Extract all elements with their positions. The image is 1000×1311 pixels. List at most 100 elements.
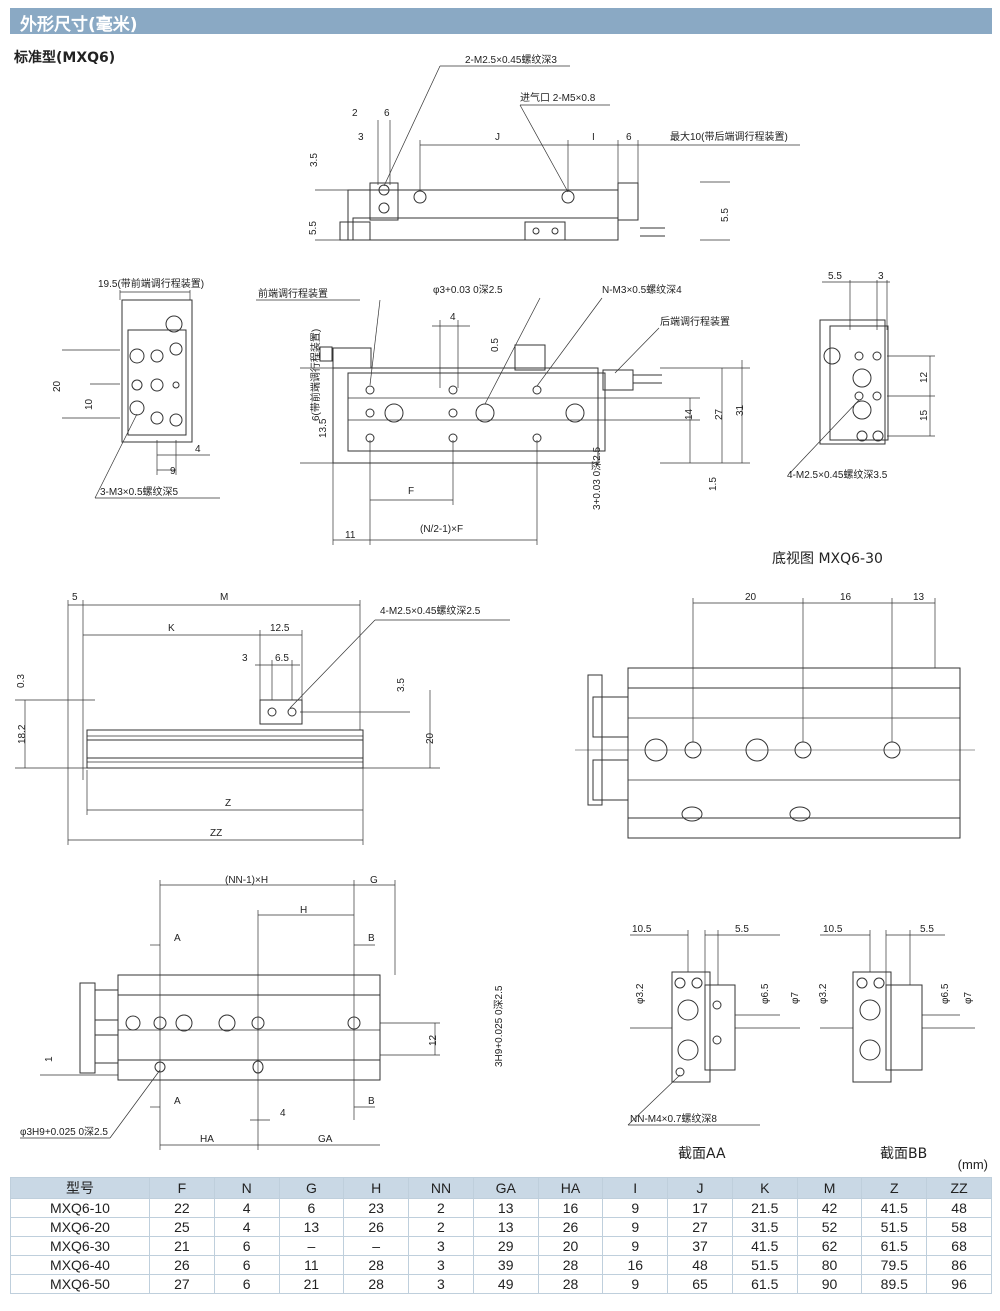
value-cell: 21 [149,1236,215,1256]
caption-bottom-view: 底视图 MXQ6-30 [772,551,883,567]
dim-11: 11 [345,530,356,541]
dim-G: G [370,875,378,886]
dim-20-side: 20 [425,732,436,744]
label-3-m3: 3-M3×0.5螺纹深5 [100,485,179,498]
dim-B-top: B [368,933,375,944]
value-cell: 51.5 [731,1255,798,1275]
value-cell: 13 [472,1198,539,1218]
col-header: NN [408,1177,474,1199]
value-cell: 96 [926,1274,992,1294]
value-cell: 68 [926,1236,992,1256]
bottom-view [575,598,975,839]
dim-Z: Z [225,798,231,809]
dim-6.5-bb: φ6.5 [940,983,951,1004]
model-subtitle: 标准型(MXQ6) [14,50,116,66]
dim-0.3: 0.3 [16,674,27,688]
model-cell: MXQ6-30 [10,1236,150,1256]
value-cell: 65 [667,1274,733,1294]
col-header: F [149,1177,215,1199]
dimension-table: 型号 F N G H NN GA HA I J K M Z ZZ MXQ6-10… [10,1177,992,1294]
dim-5: 5 [72,592,78,603]
value-cell: 6 [213,1255,280,1275]
dim-20-left: 20 [52,380,63,392]
label-rear-adj: 后端调行程装置 [660,315,730,328]
value-cell: 79.5 [861,1255,928,1275]
label-nn-h: (NN-1)×H [225,875,268,886]
dim-15-end: 15 [919,409,930,421]
value-cell: 9 [602,1198,669,1218]
value-cell: 42 [796,1198,863,1218]
dim-B-bottom: B [368,1096,375,1107]
dim-12-lower: 12 [428,1034,439,1046]
dim-6.5: 6.5 [275,653,289,664]
model-cell: MXQ6-20 [10,1217,150,1237]
dim-10.5-bb: 10.5 [823,924,843,935]
dim-6.5-aa: φ6.5 [760,983,771,1004]
front-view-lower [20,880,440,1150]
value-cell: 2 [408,1198,474,1218]
value-cell: 17 [667,1198,733,1218]
value-cell: – [343,1236,410,1256]
dim-GA: GA [318,1134,333,1145]
section-bb [820,930,975,1083]
label-side-adj-6: 6(带前端调行程装置) [309,329,322,421]
label-4-m2.5-2.5: 4-M2.5×0.45螺纹深2.5 [380,604,481,617]
value-cell: 2 [408,1217,474,1237]
value-cell: 22 [149,1198,215,1218]
value-cell: 29 [472,1236,539,1256]
value-cell: 58 [926,1217,992,1237]
value-cell: 62 [796,1236,863,1256]
value-cell: 28 [537,1255,604,1275]
col-header: Z [861,1177,928,1199]
value-cell: 52 [796,1217,863,1237]
dim-0.5: 0.5 [490,338,501,352]
col-header: N [213,1177,280,1199]
label-inlet: 进气口 2-M5×0.8 [520,91,596,104]
value-cell: 16 [537,1198,604,1218]
table-header-row: 型号 F N G H NN GA HA I J K M Z ZZ [10,1177,992,1199]
model-cell: MXQ6-10 [10,1198,150,1218]
value-cell: 3 [408,1255,474,1275]
page-title: 外形尺寸(毫米) [20,15,138,35]
label-n-m3: N-M3×0.5螺纹深4 [602,283,682,296]
col-header: I [602,1177,669,1199]
dim-3.2-bb: φ3.2 [818,983,829,1004]
dim-3-end: 3 [878,271,884,282]
dim-3-top: 3 [358,132,364,143]
col-header: H [343,1177,410,1199]
label-phi3: φ3+0.03 0深2.5 [433,284,503,296]
value-cell: 49 [472,1274,539,1294]
dim-4-lower: 4 [280,1108,286,1119]
model-cell: MXQ6-40 [10,1255,150,1275]
value-cell: 9 [602,1274,669,1294]
value-cell: 48 [926,1198,992,1218]
label-front-adj-19.5: 19.5(带前端调行程装置) [98,277,204,290]
dim-ZZ: ZZ [210,828,222,839]
dim-I: I [592,132,595,143]
value-cell: 23 [343,1198,410,1218]
value-cell: – [278,1236,345,1256]
header-bar: 外形尺寸(毫米) [10,8,992,35]
caption-section-bb: 截面BB [880,1146,928,1162]
model-cell: MXQ6-50 [10,1274,150,1294]
section-aa [627,930,800,1126]
dim-3.5-side: 3.5 [396,678,407,692]
value-cell: 9 [602,1236,669,1256]
caption-section-aa: 截面AA [678,1146,726,1162]
value-cell: 11 [278,1255,345,1275]
label-n-formula: (N/2-1)×F [420,524,463,535]
value-cell: 4 [213,1198,280,1218]
col-header: 型号 [10,1177,150,1199]
value-cell: 26 [343,1217,410,1237]
value-cell: 13 [472,1217,539,1237]
dim-16-bottom: 16 [840,592,852,603]
value-cell: 3 [408,1236,474,1256]
dim-1: 1 [44,1056,55,1062]
dim-5.5-end: 5.5 [828,271,842,282]
value-cell: 28 [343,1274,410,1294]
dim-4-front: 4 [450,312,456,323]
